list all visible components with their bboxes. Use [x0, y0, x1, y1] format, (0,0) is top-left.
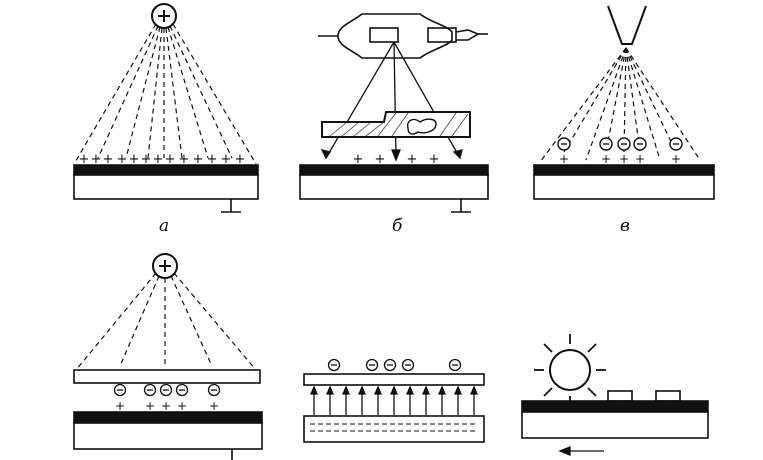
photoconductor-layer	[521, 400, 709, 413]
conductive-substrate	[299, 174, 489, 200]
panel-v-development: + + + + +	[533, 5, 715, 200]
svg-text:+: +	[79, 152, 90, 167]
svg-text:+: +	[153, 152, 164, 167]
svg-text:+: +	[601, 152, 611, 166]
remaining-charges: + + + +	[353, 152, 440, 167]
photoconductor-layer	[533, 164, 715, 176]
svg-text:+: +	[117, 152, 128, 167]
plate-d	[73, 411, 263, 460]
svg-text:+: +	[145, 399, 155, 413]
svg-text:+: +	[115, 399, 125, 413]
svg-text:+: +	[179, 152, 190, 167]
toner-residue-right	[655, 390, 681, 402]
caption-a: а	[159, 216, 170, 236]
toner-residue-left	[607, 390, 633, 402]
copy-paper-sheet	[303, 373, 485, 386]
positive-surface-charges: + + + + + + + + + + + + +	[79, 152, 246, 167]
svg-text:+: +	[209, 399, 219, 413]
plate-zh	[521, 390, 709, 439]
panel-a-charging: + + + + + + + + + + + + +	[73, 3, 259, 213]
svg-text:+: +	[429, 152, 440, 167]
document-opaque-image	[406, 118, 437, 135]
panel-zh-final	[521, 334, 709, 456]
ground-symbol	[221, 199, 241, 213]
conductive-substrate	[533, 174, 715, 200]
caption-b: б	[392, 216, 403, 236]
svg-text:+: +	[353, 152, 364, 167]
conductive-substrate	[73, 174, 259, 200]
sun-light-source	[534, 334, 606, 404]
svg-text:+: +	[671, 152, 681, 166]
copy-paper-sheet	[73, 369, 261, 384]
svg-text:+: +	[207, 152, 218, 167]
paper-toner	[327, 358, 462, 372]
conductive-substrate	[73, 422, 263, 450]
svg-text:+: +	[141, 152, 152, 167]
svg-text:+: +	[177, 399, 187, 413]
svg-text:+: +	[193, 152, 204, 167]
lamp-electrode-left	[369, 27, 399, 43]
plate-a	[73, 164, 259, 213]
photoconductor-layer	[73, 411, 263, 424]
svg-text:+: +	[103, 152, 114, 167]
toner-spray-lines	[539, 47, 701, 163]
svg-text:+: +	[129, 152, 140, 167]
svg-text:+: +	[165, 152, 176, 167]
heater-block	[303, 415, 485, 443]
svg-text:+: +	[619, 152, 629, 166]
svg-text:+: +	[407, 152, 418, 167]
heat-arrows	[310, 385, 478, 415]
heater-hatch	[310, 423, 478, 432]
lamp-electrode-right	[427, 27, 457, 43]
light-rays	[320, 41, 463, 162]
plate-b	[299, 164, 489, 213]
panel-d-transfer: + + + + +	[73, 253, 263, 460]
corona-source-plus-sign	[158, 10, 170, 22]
panel-e-fixing	[303, 358, 485, 443]
toner-particles	[557, 137, 683, 151]
caption-v: в	[620, 216, 630, 236]
conductive-substrate	[521, 411, 709, 439]
svg-text:+: +	[375, 152, 386, 167]
charging-field-lines	[73, 23, 257, 165]
plate-charges: + + + + +	[115, 399, 219, 413]
movement-arrow	[558, 446, 604, 456]
ground-symbol	[451, 199, 471, 213]
lamp	[318, 13, 488, 59]
toner-nozzle	[607, 5, 647, 45]
svg-text:+: +	[91, 152, 102, 167]
svg-text:+: +	[161, 399, 171, 413]
svg-text:+: +	[235, 152, 246, 167]
original-document	[321, 111, 471, 138]
latent-image-charges: + + + + +	[559, 152, 681, 166]
svg-text:+: +	[635, 152, 645, 166]
transferred-toner	[113, 383, 221, 397]
transfer-field-lines	[75, 272, 257, 371]
panel-b-exposure: + + + +	[299, 13, 489, 213]
svg-text:+: +	[221, 152, 232, 167]
plate-v	[533, 164, 715, 200]
photoconductor-layer	[299, 164, 489, 176]
svg-text:+: +	[559, 152, 569, 166]
